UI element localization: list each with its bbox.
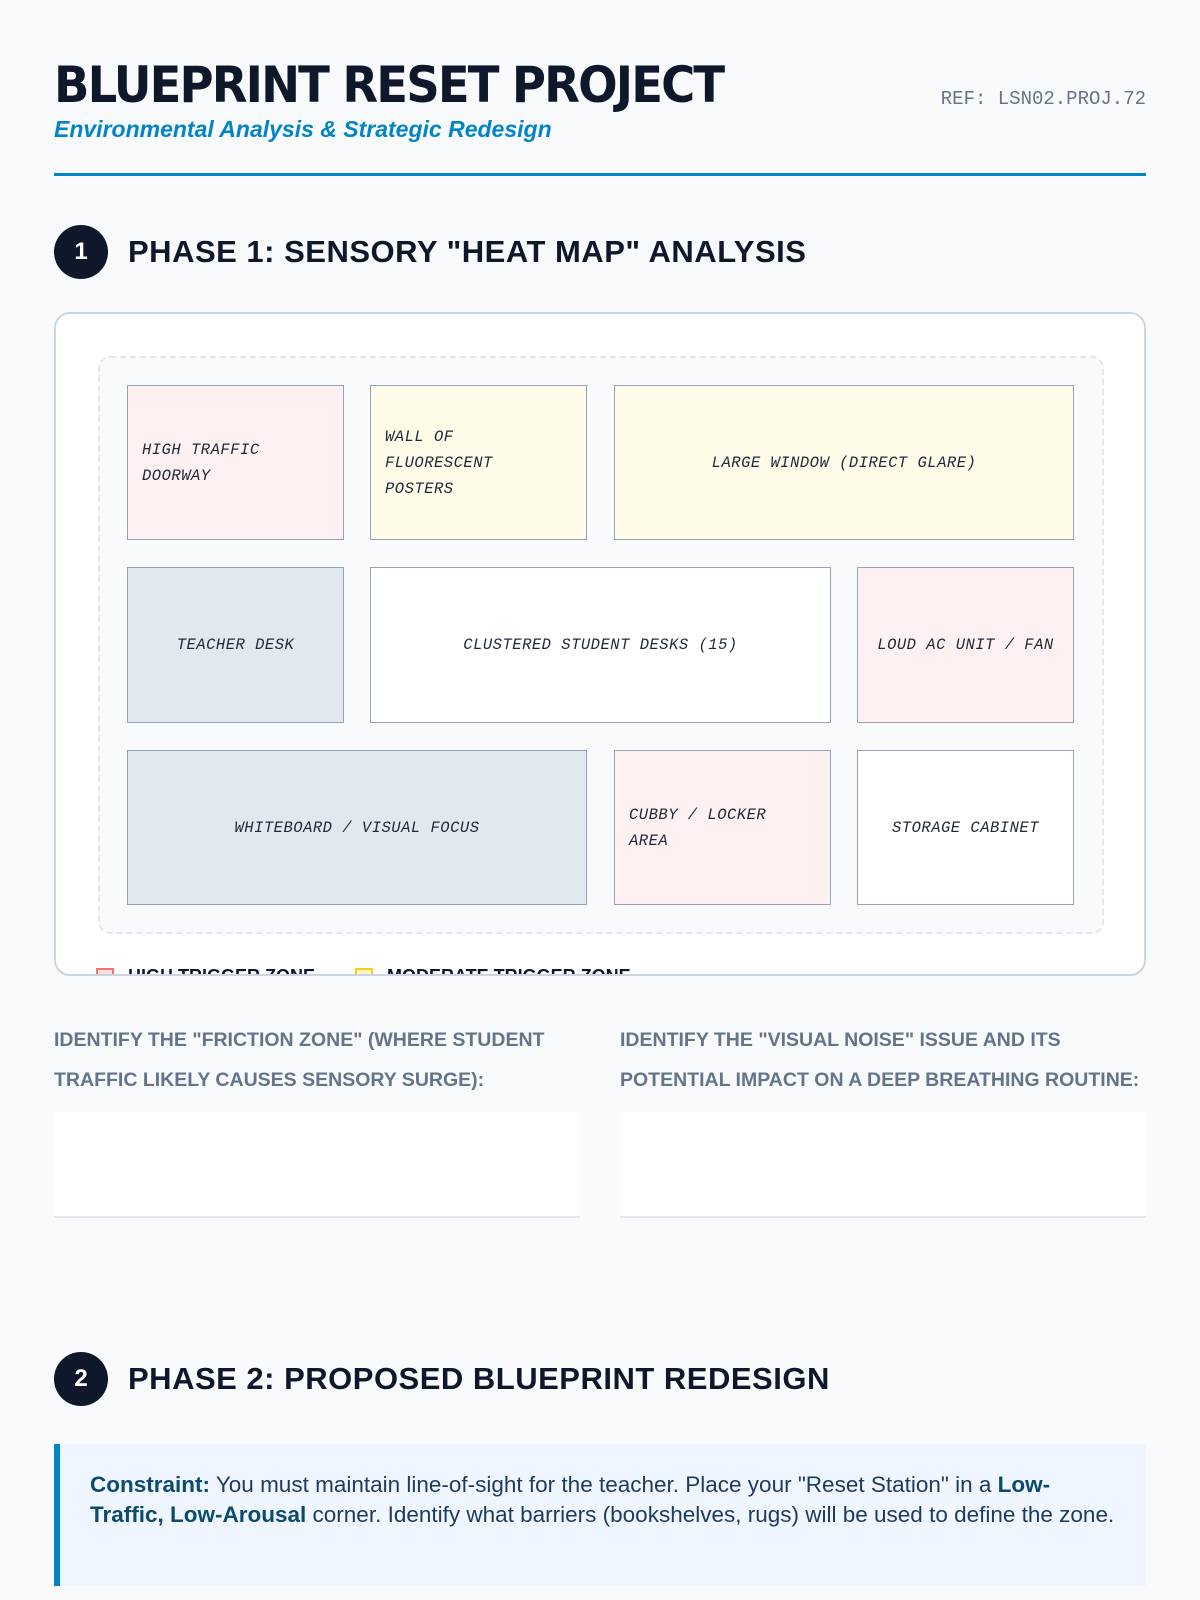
legend-label: MODERATE TRIGGER ZONE [387,966,631,976]
visual-noise-answer-field[interactable] [620,1112,1146,1218]
constraint-text: You must maintain line-of-sight for the … [210,1472,998,1497]
zone-label: WALL OF FLUORESCENT POSTERS [385,427,493,498]
constraint-callout: Constraint: You must maintain line-of-si… [54,1444,1146,1586]
legend-high: HIGH TRIGGER ZONE [96,966,316,976]
zone-posters: WALL OF FLUORESCENT POSTERS [370,385,587,540]
header-divider [54,173,1146,176]
phase-number-badge: 2 [54,1352,108,1406]
zone-student-desks: CLUSTERED STUDENT DESKS (15) [370,567,831,723]
legend-moderate: MODERATE TRIGGER ZONE [355,966,631,976]
phase-number-badge: 1 [54,225,108,279]
zone-window: LARGE WINDOW (DIRECT GLARE) [614,385,1074,540]
heat-map-legend: HIGH TRIGGER ZONE MODERATE TRIGGER ZONE [96,966,631,976]
zone-label: CUBBY / LOCKER AREA [629,805,767,850]
question-label: Identify the "Visual Noise" issue and it… [620,1029,1140,1091]
zone-ac-unit: LOUD AC UNIT / FAN [857,567,1074,723]
zone-cubby: CUBBY / LOCKER AREA [614,750,831,905]
zone-whiteboard: WHITEBOARD / VISUAL FOCUS [127,750,587,905]
high-swatch-icon [96,968,114,974]
phase-2-heading: 2 PHASE 2: PROPOSED BLUEPRINT REDESIGN [54,1352,830,1406]
zone-storage: STORAGE CABINET [857,750,1074,905]
zone-doorway: HIGH TRAFFIC DOORWAY [127,385,344,540]
question-label: Identify the "Friction Zone" (where stud… [54,1029,545,1091]
heat-map-card: HIGH TRAFFIC DOORWAY WALL OF FLUORESCENT… [54,312,1146,976]
classroom-floorplan: HIGH TRAFFIC DOORWAY WALL OF FLUORESCENT… [98,356,1104,934]
zone-label: HIGH TRAFFIC DOORWAY [142,440,260,485]
page-title: BLUEPRINT RESET PROJECT [54,56,725,114]
constraint-text: corner. Identify what barriers (bookshel… [306,1502,1115,1527]
zone-label: STORAGE CABINET [891,818,1040,837]
zone-label: WHITEBOARD / VISUAL FOCUS [234,818,480,837]
phase-title: PHASE 2: PROPOSED BLUEPRINT REDESIGN [128,1361,830,1396]
zone-label: LOUD AC UNIT / FAN [877,636,1054,654]
reference-code: REF: LSN02.PROJ.72 [940,88,1146,110]
friction-zone-answer-field[interactable] [54,1112,580,1218]
phase-title: PHASE 1: SENSORY "HEAT MAP" ANALYSIS [128,234,807,269]
zone-label: TEACHER DESK [176,636,295,654]
visual-noise-question: Identify the "Visual Noise" issue and it… [620,1020,1146,1218]
friction-zone-question: Identify the "Friction Zone" (where stud… [54,1020,580,1218]
legend-label: HIGH TRIGGER ZONE [128,966,316,976]
zone-label: LARGE WINDOW (DIRECT GLARE) [711,453,977,472]
constraint-lead: Constraint: [90,1472,210,1497]
zone-teacher-desk: TEACHER DESK [127,567,344,723]
phase-1-heading: 1 PHASE 1: SENSORY "HEAT MAP" ANALYSIS [54,225,806,279]
constraint-emphasis: Low-Traffic, Low-Arousal [90,1472,1051,1527]
moderate-swatch-icon [355,968,374,974]
zone-label: CLUSTERED STUDENT DESKS (15) [463,636,738,654]
page-subtitle: Environmental Analysis & Strategic Redes… [54,116,552,142]
